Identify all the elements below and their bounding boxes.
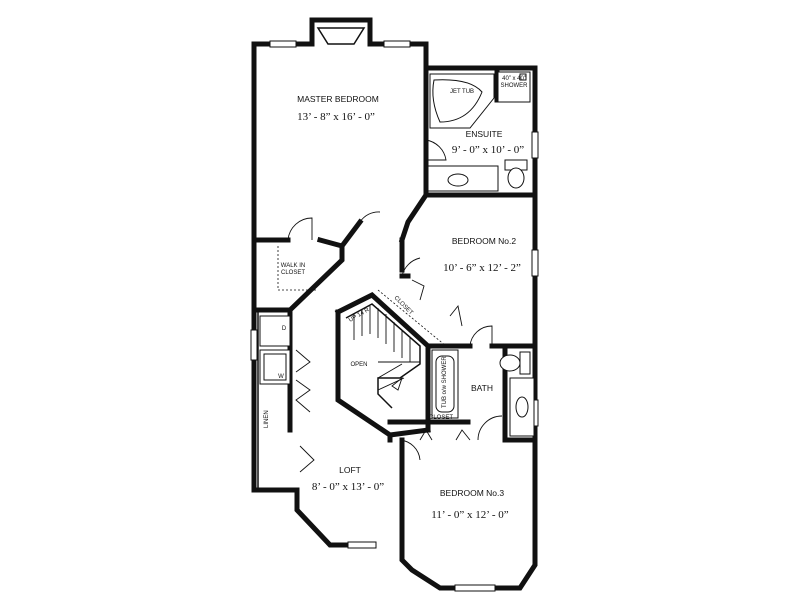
staircase — [345, 303, 421, 409]
dryer-label: D — [282, 326, 287, 332]
doors — [287, 139, 503, 473]
interior-walls — [251, 65, 538, 490]
walk-in-closet-label-2: CLOSET — [281, 270, 305, 276]
loft-dimensions: 8’ - 0” x 13’ - 0” — [312, 481, 384, 493]
shower-size-label: 40” x 40” — [502, 76, 526, 82]
closet-rod — [377, 289, 447, 347]
dryer — [259, 315, 291, 347]
bath-name: BATH — [471, 383, 493, 393]
washer-label: W — [278, 374, 284, 380]
ensuite-dimensions: 9’ - 0” x 10’ - 0” — [452, 144, 524, 156]
walk-in-closet-label-1: WALK IN — [281, 263, 305, 269]
loft-name: LOFT — [339, 465, 361, 475]
tub-shower-label: TUB o/w SHOWER — [442, 356, 448, 408]
master-bedroom-dimensions: 13’ - 8” x 16’ - 0” — [297, 111, 375, 123]
bedroom2-name: BEDROOM No.2 — [452, 236, 517, 246]
jet-tub-label: JET TUB — [450, 89, 474, 95]
bedroom3-dimensions: 11’ - 0” x 12’ - 0” — [431, 509, 508, 521]
closet-bath-label: CLOSET — [429, 415, 453, 421]
ensuite-name: ENSUITE — [466, 129, 503, 139]
open-label: OPEN — [350, 362, 367, 368]
bedroom2-dimensions: 10’ - 6” x 12’ - 2” — [443, 262, 521, 274]
bath-toilet — [519, 351, 531, 375]
walk-in-closet-shelf — [277, 246, 316, 291]
linen-label: LINEN — [264, 410, 270, 428]
shower-label: SHOWER — [501, 83, 529, 89]
master-bedroom-name: MASTER BEDROOM — [297, 94, 379, 104]
fixtures — [259, 71, 535, 437]
bedroom3-name: BEDROOM No.3 — [440, 488, 505, 498]
room-labels: MASTER BEDROOM 13’ - 8” x 16’ - 0” ENSUI… — [297, 94, 524, 521]
